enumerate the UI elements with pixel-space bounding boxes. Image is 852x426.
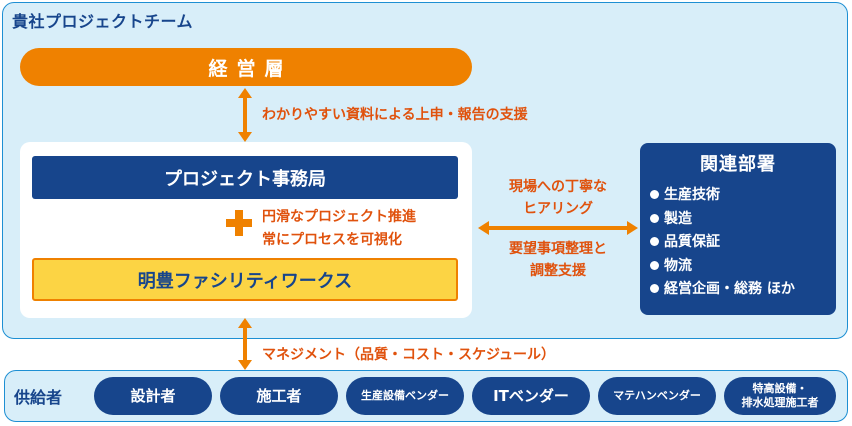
hearing-line-1: 現場への丁寧な bbox=[509, 179, 607, 195]
supplier-double-arrow-icon bbox=[238, 318, 252, 370]
plus-line-2: 常にプロセスを可視化 bbox=[262, 232, 402, 248]
team-title: 貴社プロジェクトチーム bbox=[12, 12, 194, 31]
supplier-substation-wastewater: 特高設備・ 排水処理施工者 bbox=[724, 377, 836, 415]
related-departments-box bbox=[640, 143, 836, 315]
department-item: 製造 bbox=[650, 208, 795, 232]
supplier-material-handling-vendor: マテハンベンダー bbox=[598, 377, 716, 415]
bullet-icon bbox=[650, 284, 659, 293]
supplier-it-vendor: ITベンダー bbox=[472, 377, 590, 415]
departments-title: 関連部署 bbox=[700, 154, 776, 175]
hearing-text: 現場への丁寧な ヒアリング bbox=[478, 176, 638, 220]
coordination-line-1: 要望事項整理と bbox=[509, 241, 607, 257]
management-double-arrow-icon bbox=[238, 88, 252, 142]
coordination-line-2: 調整支援 bbox=[530, 263, 586, 279]
departments-list: 生産技術 製造 品質保証 物流 経営企画・総務 ほか bbox=[650, 184, 795, 302]
plus-line-1: 円滑なプロジェクト推進 bbox=[262, 209, 416, 225]
coordination-text: 要望事項整理と 調整支援 bbox=[478, 238, 638, 282]
department-item: 物流 bbox=[650, 255, 795, 279]
bullet-icon bbox=[650, 190, 659, 199]
supplier-designer: 設計者 bbox=[94, 377, 212, 415]
management-support-note: わかりやすい資料による上申・報告の支援 bbox=[262, 107, 528, 123]
department-item: 品質保証 bbox=[650, 231, 795, 255]
bullet-icon bbox=[650, 237, 659, 246]
horizontal-double-arrow-icon bbox=[478, 221, 638, 235]
supplier-contractor: 施工者 bbox=[220, 377, 338, 415]
department-item: 経営企画・総務 ほか bbox=[650, 278, 795, 302]
supplier-line-2: 排水処理施工者 bbox=[741, 396, 819, 409]
bullet-icon bbox=[650, 260, 659, 270]
management-bar: 経営層 bbox=[20, 48, 472, 86]
supplier-production-equipment-vendor: 生産設備ベンダー bbox=[346, 377, 464, 415]
meiho-facility-works-bar: 明豊ファシリティワークス bbox=[32, 258, 458, 301]
hearing-line-2: ヒアリング bbox=[523, 201, 593, 217]
department-item: 生産技術 bbox=[650, 184, 795, 208]
bullet-icon bbox=[650, 213, 659, 223]
suppliers-label: 供給者 bbox=[14, 388, 63, 407]
supplier-line-1: 特高設備・ bbox=[752, 382, 808, 395]
project-office-bar: プロジェクト事務局 bbox=[32, 156, 458, 199]
plus-icon bbox=[226, 210, 252, 236]
management-scope-note: マネジメント（品質・コスト・スケジュール） bbox=[262, 347, 556, 363]
